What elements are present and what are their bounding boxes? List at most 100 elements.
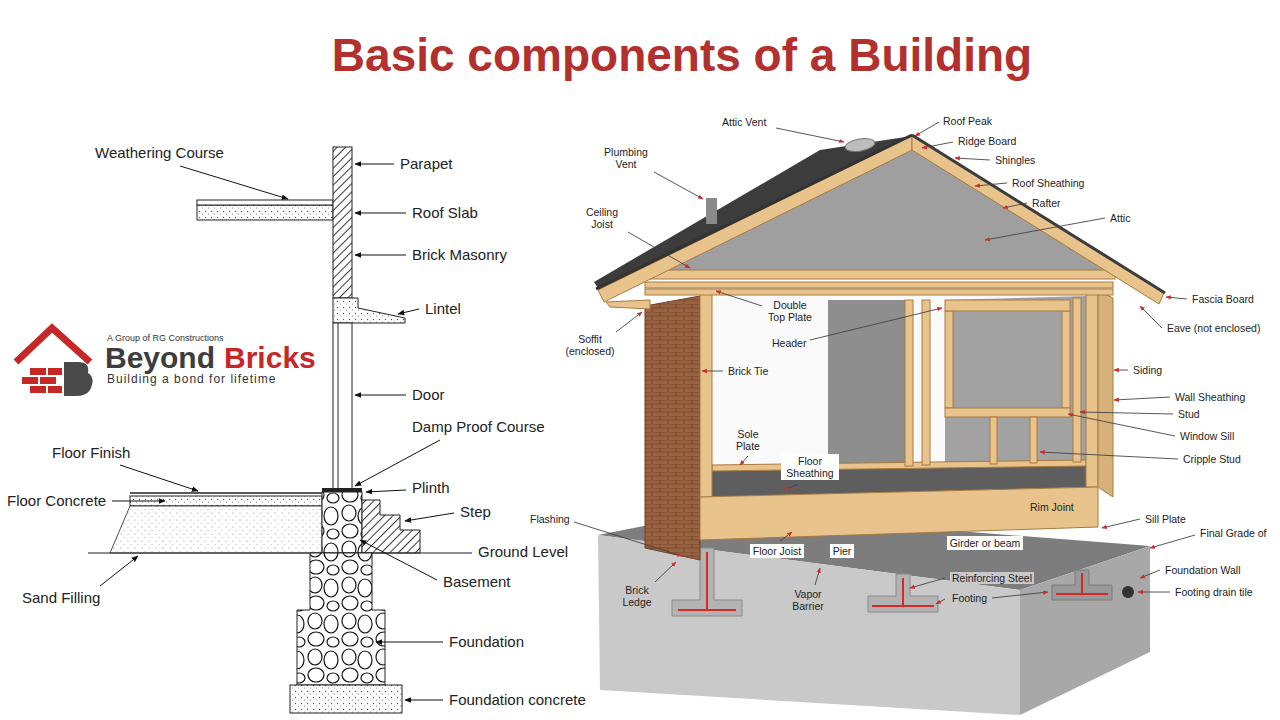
- leader-lines: [574, 122, 1195, 604]
- part-label: Roof Peak: [943, 115, 992, 127]
- leader-line: [366, 490, 406, 492]
- part-label: Reinforcing Steel: [950, 572, 1034, 584]
- stud: [1073, 298, 1081, 462]
- leader-line: [975, 183, 1007, 186]
- part-label: Brick Ledge: [615, 584, 659, 608]
- leader-line: [574, 522, 682, 556]
- part-label: Rafter: [1032, 197, 1061, 209]
- component-label: Damp Proof Course: [412, 418, 545, 435]
- cripple-stud: [990, 417, 997, 464]
- leader-line: [1140, 570, 1160, 578]
- lintel-shape: [333, 298, 405, 323]
- logo-brick: [30, 386, 46, 393]
- leader-line: [355, 395, 406, 396]
- leader-line: [1166, 297, 1187, 299]
- part-label: Ceiling Joist: [579, 206, 625, 230]
- part-label: Fascia Board: [1192, 293, 1254, 305]
- part-label: Stud: [1178, 408, 1200, 420]
- plinth-masonry: [322, 492, 362, 553]
- rebar: [872, 605, 934, 607]
- foundation-front: [598, 535, 1020, 715]
- leader-line: [815, 568, 820, 585]
- component-label: Lintel: [425, 300, 461, 317]
- component-label: Basement: [443, 573, 511, 590]
- leader-line: [1138, 592, 1170, 593]
- leader-line: [628, 232, 690, 268]
- rafter: [598, 136, 912, 302]
- rebar: [902, 578, 904, 606]
- leader-line: [910, 578, 945, 588]
- component-label: Weathering Course: [95, 144, 224, 161]
- logo-roof: [16, 328, 90, 362]
- part-label: Floor Sheathing: [781, 454, 839, 480]
- part-label: Pier: [830, 544, 855, 558]
- rim-joist: [700, 487, 1098, 540]
- component-label: Plinth: [412, 479, 450, 496]
- damp-proof-course: [322, 488, 362, 492]
- leader-line: [1068, 414, 1175, 436]
- leader-line: [100, 556, 138, 586]
- plumbing-vent: [706, 198, 717, 224]
- foundation-side: [1020, 546, 1150, 715]
- part-label: Rim Joint: [1030, 501, 1074, 513]
- diagram-title: Basic components of a Building: [332, 30, 1032, 81]
- leader-line: [376, 642, 443, 643]
- logo-brick: [22, 377, 38, 384]
- footing-section: [1052, 570, 1112, 600]
- leader-line: [1080, 412, 1173, 414]
- interior-wall: [945, 296, 1086, 470]
- leader-line: [955, 158, 990, 160]
- foundation-concrete: [290, 685, 402, 713]
- component-label: Foundation concrete: [449, 691, 586, 708]
- jack-stud: [945, 311, 953, 408]
- part-label: Double Top Plate: [764, 299, 816, 323]
- part-label: Girder or beam: [947, 536, 1024, 550]
- attic-vent: [844, 136, 876, 153]
- leader-line: [1102, 519, 1140, 528]
- rafter: [912, 136, 1164, 304]
- roof-edge: [912, 135, 1165, 293]
- soffit: [606, 300, 650, 309]
- leader-line: [360, 540, 437, 580]
- logo-icon: [16, 328, 93, 396]
- drain-tile: [1122, 586, 1134, 598]
- leader-line: [655, 562, 676, 582]
- weathering-course: [197, 200, 333, 205]
- part-label: Footing: [950, 592, 989, 604]
- leader-line: [992, 592, 1048, 598]
- part-label: Eave (not enclosed): [1167, 322, 1260, 334]
- door-frame: [333, 323, 352, 490]
- leader-line: [405, 700, 443, 701]
- ground-line: [88, 552, 472, 553]
- component-label: Floor Finish: [52, 444, 130, 461]
- leader-lines: [100, 164, 454, 700]
- leader-line: [405, 513, 454, 521]
- logo-bricks: [22, 368, 62, 393]
- component-label: Step: [460, 503, 491, 520]
- part-label: Vapor Barrier: [784, 588, 833, 612]
- part-label: Attic Vent: [722, 116, 766, 128]
- jack-stud: [1062, 311, 1070, 408]
- part-label: Flashing: [530, 513, 570, 525]
- leader-line: [915, 122, 939, 136]
- attic-gable: [656, 150, 1118, 270]
- logo-brick: [48, 368, 62, 375]
- house-drawing: [574, 122, 1195, 715]
- window-sill: [945, 408, 1070, 417]
- leader-line: [1140, 306, 1162, 328]
- component-label: Floor Concrete: [7, 492, 106, 509]
- leader-line: [1150, 535, 1195, 548]
- leader-line: [1114, 397, 1170, 400]
- top-plate: [645, 282, 1113, 288]
- leader-line: [355, 440, 440, 486]
- logo-text: Bricks: [224, 341, 316, 376]
- roof-frame: [598, 136, 1164, 309]
- leader-line: [784, 484, 798, 490]
- foundation-masonry: [297, 553, 385, 685]
- leader-line: [112, 501, 165, 502]
- door-leaf: [338, 323, 339, 490]
- leader-line: [654, 172, 703, 199]
- part-label: Soffit (enclosed): [563, 333, 618, 357]
